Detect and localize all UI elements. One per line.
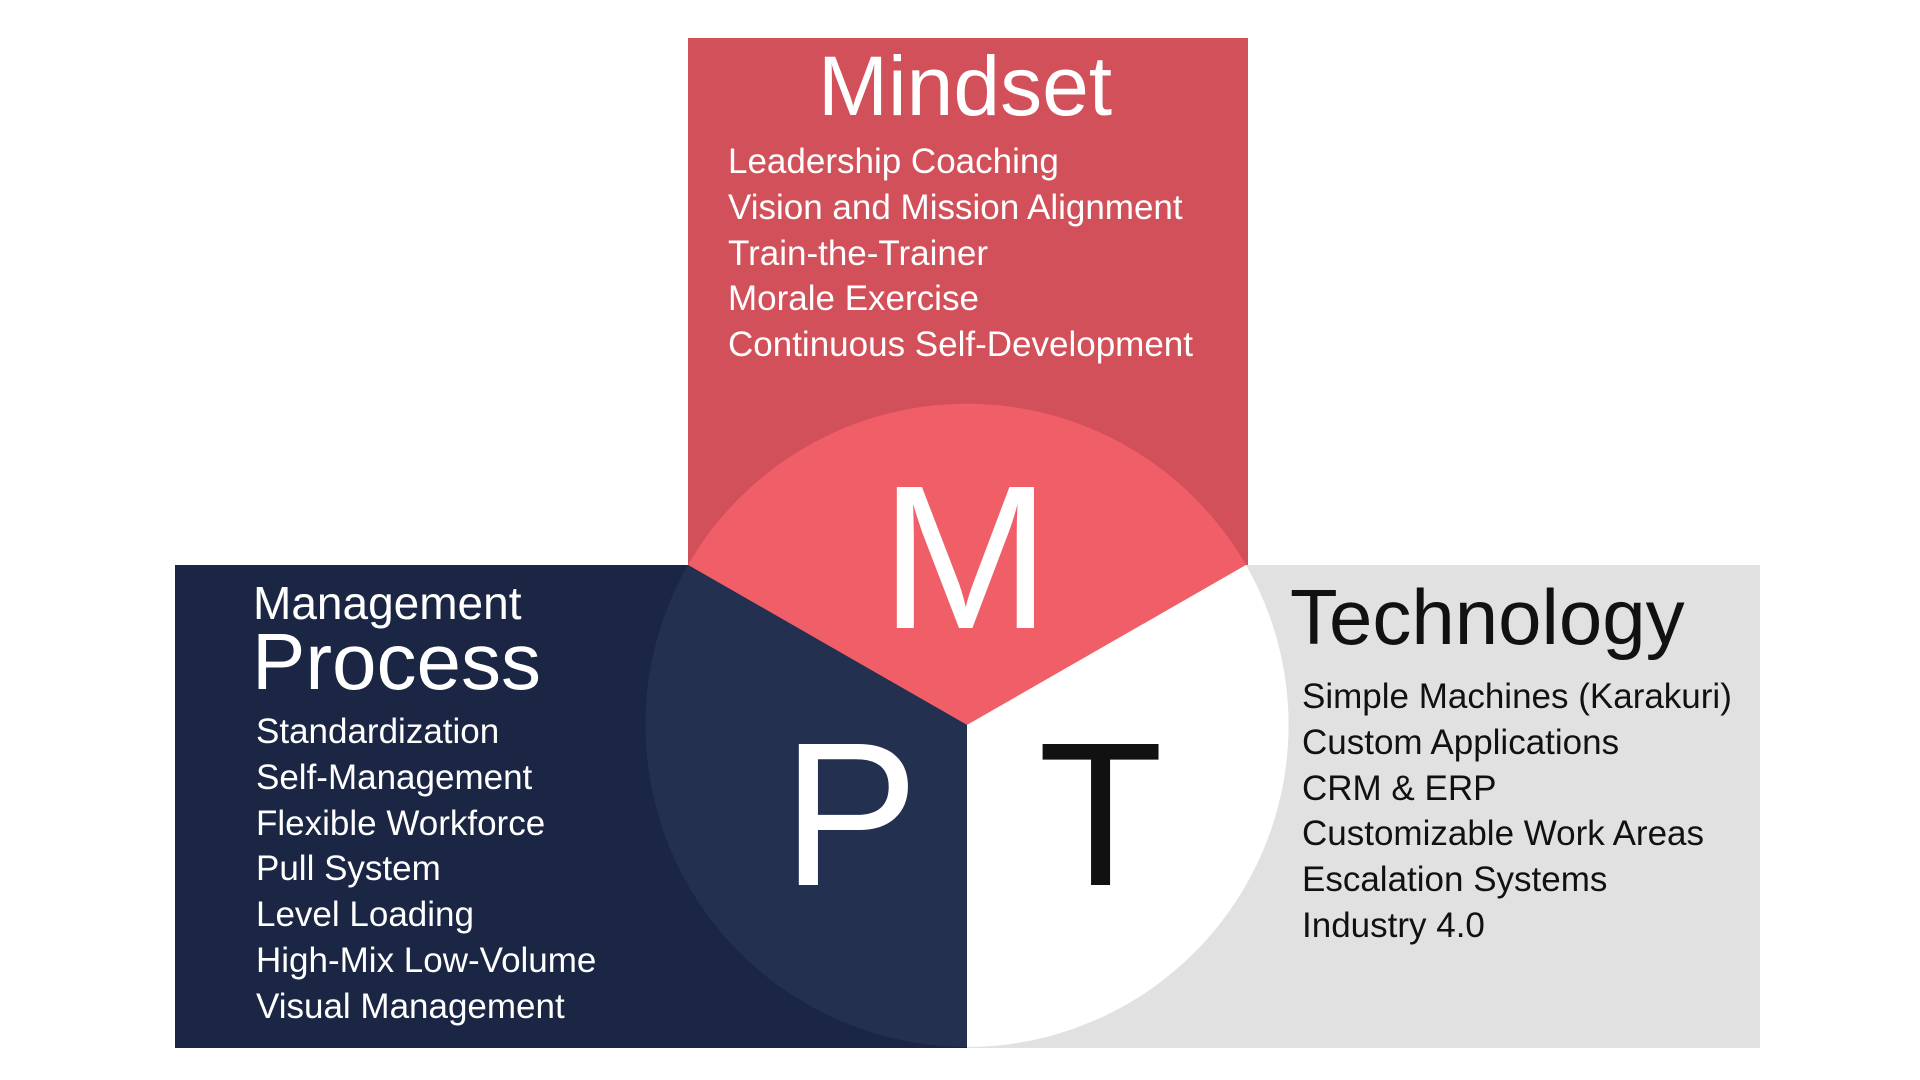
mindset-sector (688, 403, 1246, 725)
process-sector (645, 565, 967, 1047)
technology-sector (967, 565, 1289, 1047)
